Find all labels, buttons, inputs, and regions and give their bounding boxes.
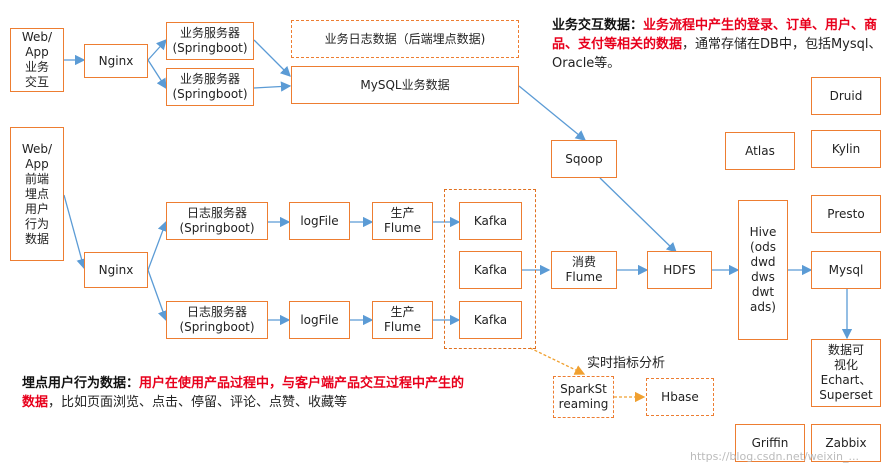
druid-node: Druid (811, 77, 881, 115)
log-server-2-node: 日志服务器 (Springboot) (166, 301, 268, 339)
business-note-title: 业务交互数据： (552, 18, 644, 33)
biz-log-node: 业务日志数据（后端埋点数据) (291, 20, 519, 58)
mysql-business-node: MySQL业务数据 (291, 66, 519, 104)
realtime-analysis-label: 实时指标分析 (587, 356, 666, 371)
log-server-1-node: 日志服务器 (Springboot) (166, 202, 268, 240)
biz-server-1-node: 业务服务器 (Springboot) (166, 22, 254, 60)
business-note-rest: ，通常存储在DB中，包括Mysql、Oracle等。 (552, 37, 882, 71)
logfile-1-node: logFile (289, 202, 350, 240)
nginx-bottom-node: Nginx (84, 252, 148, 288)
tracking-note-rest: ，比如页面浏览、点击、停留、评论、点赞、收藏等 (48, 395, 348, 410)
hive-node: Hive (ods dwd dws dwt ads) (738, 200, 788, 340)
flume-consumer-node: 消费 Flume (551, 251, 617, 289)
hbase-node: Hbase (646, 378, 714, 416)
business-data-note: 业务交互数据：业务流程中产生的登录、订单、用户、商品、支付等相关的数据，通常存储… (552, 16, 890, 73)
hdfs-node: HDFS (647, 251, 712, 289)
web-app-tracking-source: Web/ App 前端 埋点 用户 行为 数据 (10, 127, 64, 261)
tracking-data-note: 埋点用户行为数据：用户在使用产品过程中，与客户端产品交互过程中产生的数据，比如页… (22, 374, 477, 412)
arrow-biz1-to-mysql (253, 39, 291, 77)
nginx-top-node: Nginx (84, 44, 148, 78)
arrow-web2-to-nginx-bottom (63, 194, 87, 270)
kafka-3-node: Kafka (459, 301, 522, 339)
arrow-nginx-to-log2 (147, 269, 168, 322)
kafka-2-node: Kafka (459, 251, 522, 289)
arrow-nginx-to-biz2 (147, 59, 167, 90)
watermark: https://blog.csdn.net/weixin_... (690, 450, 860, 463)
tracking-note-highlight: 用户在使用产品过程中，与客户端产品交互过程中产生的数据 (22, 376, 465, 410)
kylin-node: Kylin (811, 130, 881, 168)
atlas-node: Atlas (725, 132, 795, 170)
zabbix-node: Zabbix (811, 424, 881, 462)
web-app-business-source: Web/ App 业务 交互 (10, 28, 64, 92)
business-note-highlight: 业务流程中产生的登录、订单、用户、商品、支付等相关的数据 (552, 18, 878, 52)
sqoop-node: Sqoop (551, 140, 617, 178)
biz-server-2-node: 业务服务器 (Springboot) (166, 68, 254, 106)
arrow-biz2-to-mysql (253, 81, 292, 92)
arrow-nginx-to-log1 (147, 220, 168, 271)
logfile-2-node: logFile (289, 301, 350, 339)
arrow-nginx-to-biz1 (147, 39, 167, 61)
kafka-1-node: Kafka (459, 202, 522, 240)
flume-producer-1-node: 生产 Flume (372, 202, 433, 240)
mysql-output-node: Mysql (811, 251, 881, 289)
kafka-cluster-zone (444, 189, 536, 349)
visualization-node: 数据可 视化 Echart、 Superset (811, 339, 881, 407)
arrow-mysql-to-sqoop (518, 85, 587, 141)
tracking-note-title: 埋点用户行为数据： (22, 376, 140, 391)
spark-streaming-node: SparkSt reaming (553, 376, 614, 418)
flume-producer-2-node: 生产 Flume (372, 301, 433, 339)
presto-node: Presto (811, 195, 881, 233)
arrow-sqoop-to-hdfs (599, 177, 677, 253)
arrow-kafka-to-spark (529, 347, 586, 375)
griffin-node: Griffin (735, 424, 805, 462)
